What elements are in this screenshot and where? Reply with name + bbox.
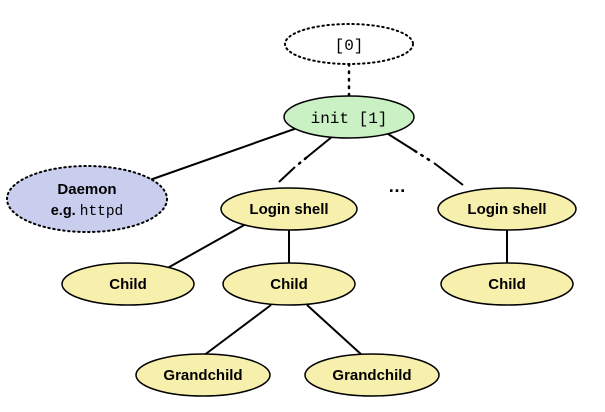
login-shell-label-2: Login shell	[467, 201, 546, 218]
child-label-1: Child	[109, 276, 147, 293]
grandchild-label-1: Grandchild	[163, 367, 242, 384]
login-shell-node-1: Login shell	[220, 187, 358, 231]
daemon-label: Daemon	[57, 181, 116, 198]
more-processes-ellipsis: …	[388, 176, 406, 196]
edge-init-login-shell-2	[384, 131, 464, 186]
grandchild-node-2: Grandchild	[304, 353, 440, 397]
child-label-2: Child	[270, 276, 308, 293]
init-node: init [1]	[283, 95, 415, 139]
grandchild-node-1: Grandchild	[135, 353, 271, 397]
daemon-example-prefix: e.g.	[51, 203, 80, 219]
daemon-node: Daemon e.g. httpd	[6, 165, 168, 233]
child-node-3: Child	[440, 262, 574, 306]
init-label: init [1]	[311, 110, 388, 128]
login-shell-node-2: Login shell	[437, 187, 577, 231]
edge-login-shell-1-child-1	[163, 223, 247, 271]
process-zero-label: [0]	[335, 37, 364, 55]
grandchild-label-2: Grandchild	[332, 367, 411, 384]
login-shell-label-1: Login shell	[249, 201, 328, 218]
child-label-3: Child	[488, 276, 526, 293]
child-node-1: Child	[61, 262, 195, 306]
edge-child-2-grandchild-1	[202, 304, 272, 357]
process-zero-node: [0]	[284, 23, 414, 65]
daemon-example-code: httpd	[80, 204, 124, 220]
edge-init-daemon	[146, 126, 301, 182]
edge-child-2-grandchild-2	[306, 304, 364, 357]
daemon-example-label: e.g. httpd	[51, 203, 124, 220]
edge-init-login-shell-1	[278, 135, 334, 183]
child-node-2: Child	[222, 262, 356, 306]
